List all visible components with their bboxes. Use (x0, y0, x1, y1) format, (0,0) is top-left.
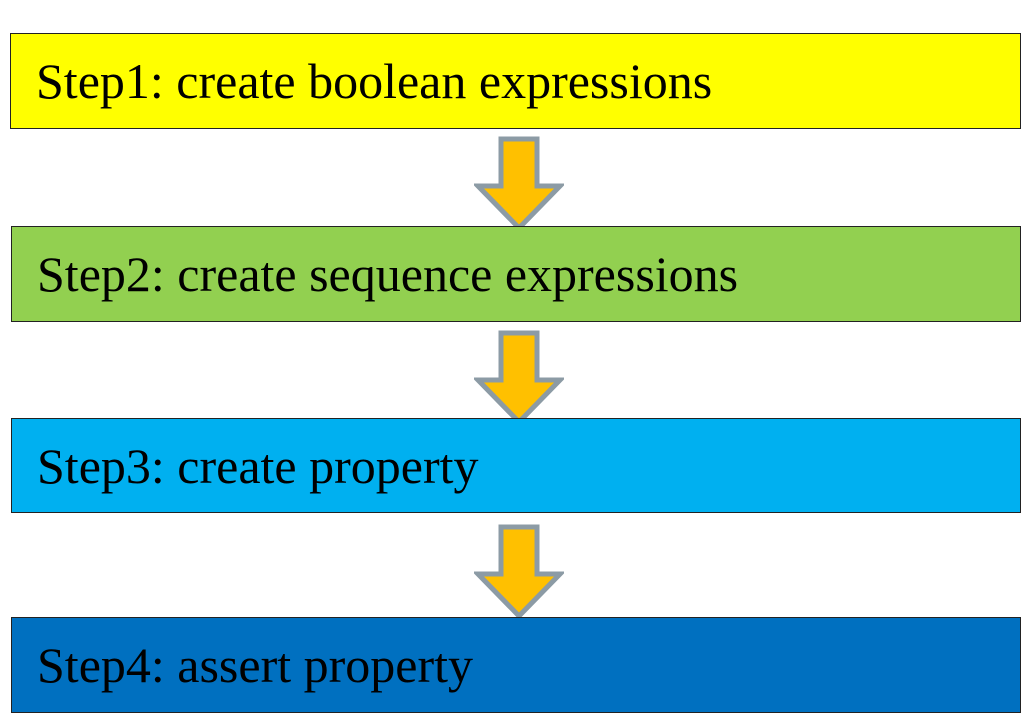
step-2-box: Step2: create sequence expressions (11, 226, 1021, 322)
down-arrow-icon (474, 330, 564, 426)
down-arrow-icon (474, 524, 564, 620)
step-3-box: Step3: create property (11, 418, 1021, 513)
down-arrow-icon (474, 136, 564, 232)
step-4-label: Step4: assert property (37, 637, 474, 693)
step-4-box: Step4: assert property (11, 617, 1021, 713)
step-3-label: Step3: create property (37, 437, 479, 494)
step-1-label: Step1: create boolean expressions (36, 53, 713, 109)
step-2-label: Step2: create sequence expressions (37, 246, 739, 302)
step-1-box: Step1: create boolean expressions (10, 33, 1021, 129)
